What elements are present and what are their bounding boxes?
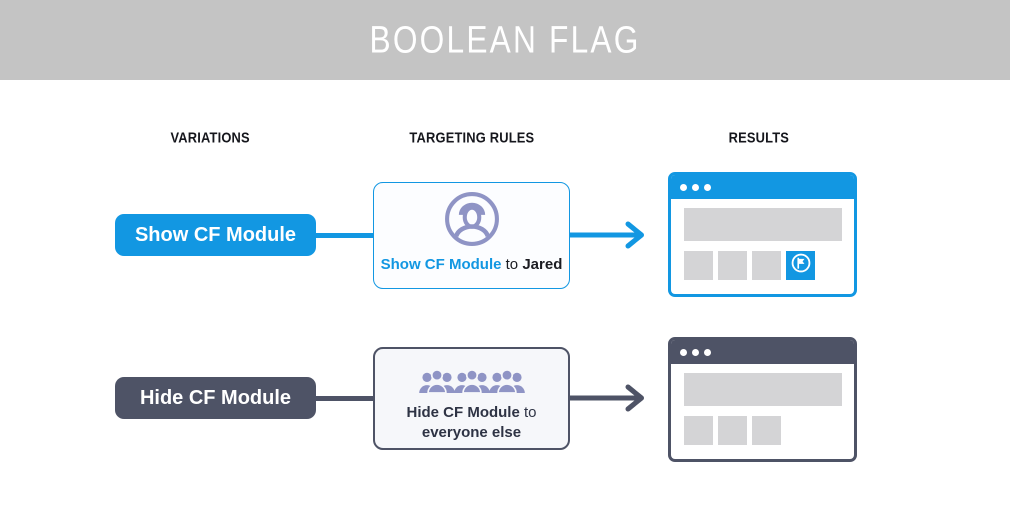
connector-line [314, 396, 374, 401]
arrow-right-icon [570, 384, 648, 412]
rule-audience: Jared [522, 256, 563, 273]
window-dot [680, 183, 687, 191]
result-browser-show [668, 172, 857, 297]
header-banner: BOOLEAN FLAG [0, 0, 1010, 80]
rule-audience: everyone else [421, 424, 522, 441]
content-placeholder-banner [684, 208, 842, 241]
person-avatar-icon [443, 190, 501, 253]
content-placeholder-row [684, 416, 854, 445]
targeting-rule-card-show: Show CF Module to Jared [373, 182, 570, 289]
window-dot [692, 183, 699, 191]
content-placeholder-block [684, 416, 713, 445]
rule-variation: Hide CF Module [406, 404, 520, 421]
result-browser-hide [668, 337, 857, 462]
content-placeholder-block [752, 251, 781, 280]
window-dot [692, 348, 699, 356]
content-placeholder-banner [684, 373, 842, 406]
browser-titlebar [671, 340, 854, 364]
rule-text: Show CF Module to Jared [381, 255, 563, 275]
rule-variation: Show CF Module [380, 256, 502, 273]
variation-pill-show-cf-module: Show CF Module [115, 214, 316, 256]
content-placeholder-block [752, 416, 781, 445]
window-dot [680, 348, 687, 356]
column-header-targeting-rules: TARGETING RULES [409, 128, 535, 146]
connector-line [314, 233, 374, 238]
window-dot [704, 183, 711, 191]
targeting-rule-card-hide: Hide CF Module to everyone else [373, 347, 570, 450]
page-title: BOOLEAN FLAG [369, 17, 641, 62]
content-placeholder-block [718, 416, 747, 445]
arrow-right-icon [570, 221, 648, 249]
content-placeholder-row [684, 251, 854, 280]
rule-text: Hide CF Module to everyone else [406, 403, 536, 443]
content-placeholder-block [718, 251, 747, 280]
column-header-results: RESULTS [728, 128, 790, 146]
browser-titlebar [671, 175, 854, 199]
window-dot [704, 348, 711, 356]
content-placeholder-block [684, 251, 713, 280]
variation-pill-hide-cf-module: Hide CF Module [115, 377, 316, 419]
variation-pill-label: Show CF Module [134, 223, 297, 246]
variation-pill-label: Hide CF Module [139, 386, 292, 409]
cf-module-block [786, 251, 815, 280]
column-header-variations: VARIATIONS [170, 128, 250, 146]
crowd-icon [418, 362, 525, 399]
circled-flag-icon [790, 252, 812, 279]
rule-connector: to [519, 404, 537, 421]
rule-connector: to [501, 256, 523, 273]
